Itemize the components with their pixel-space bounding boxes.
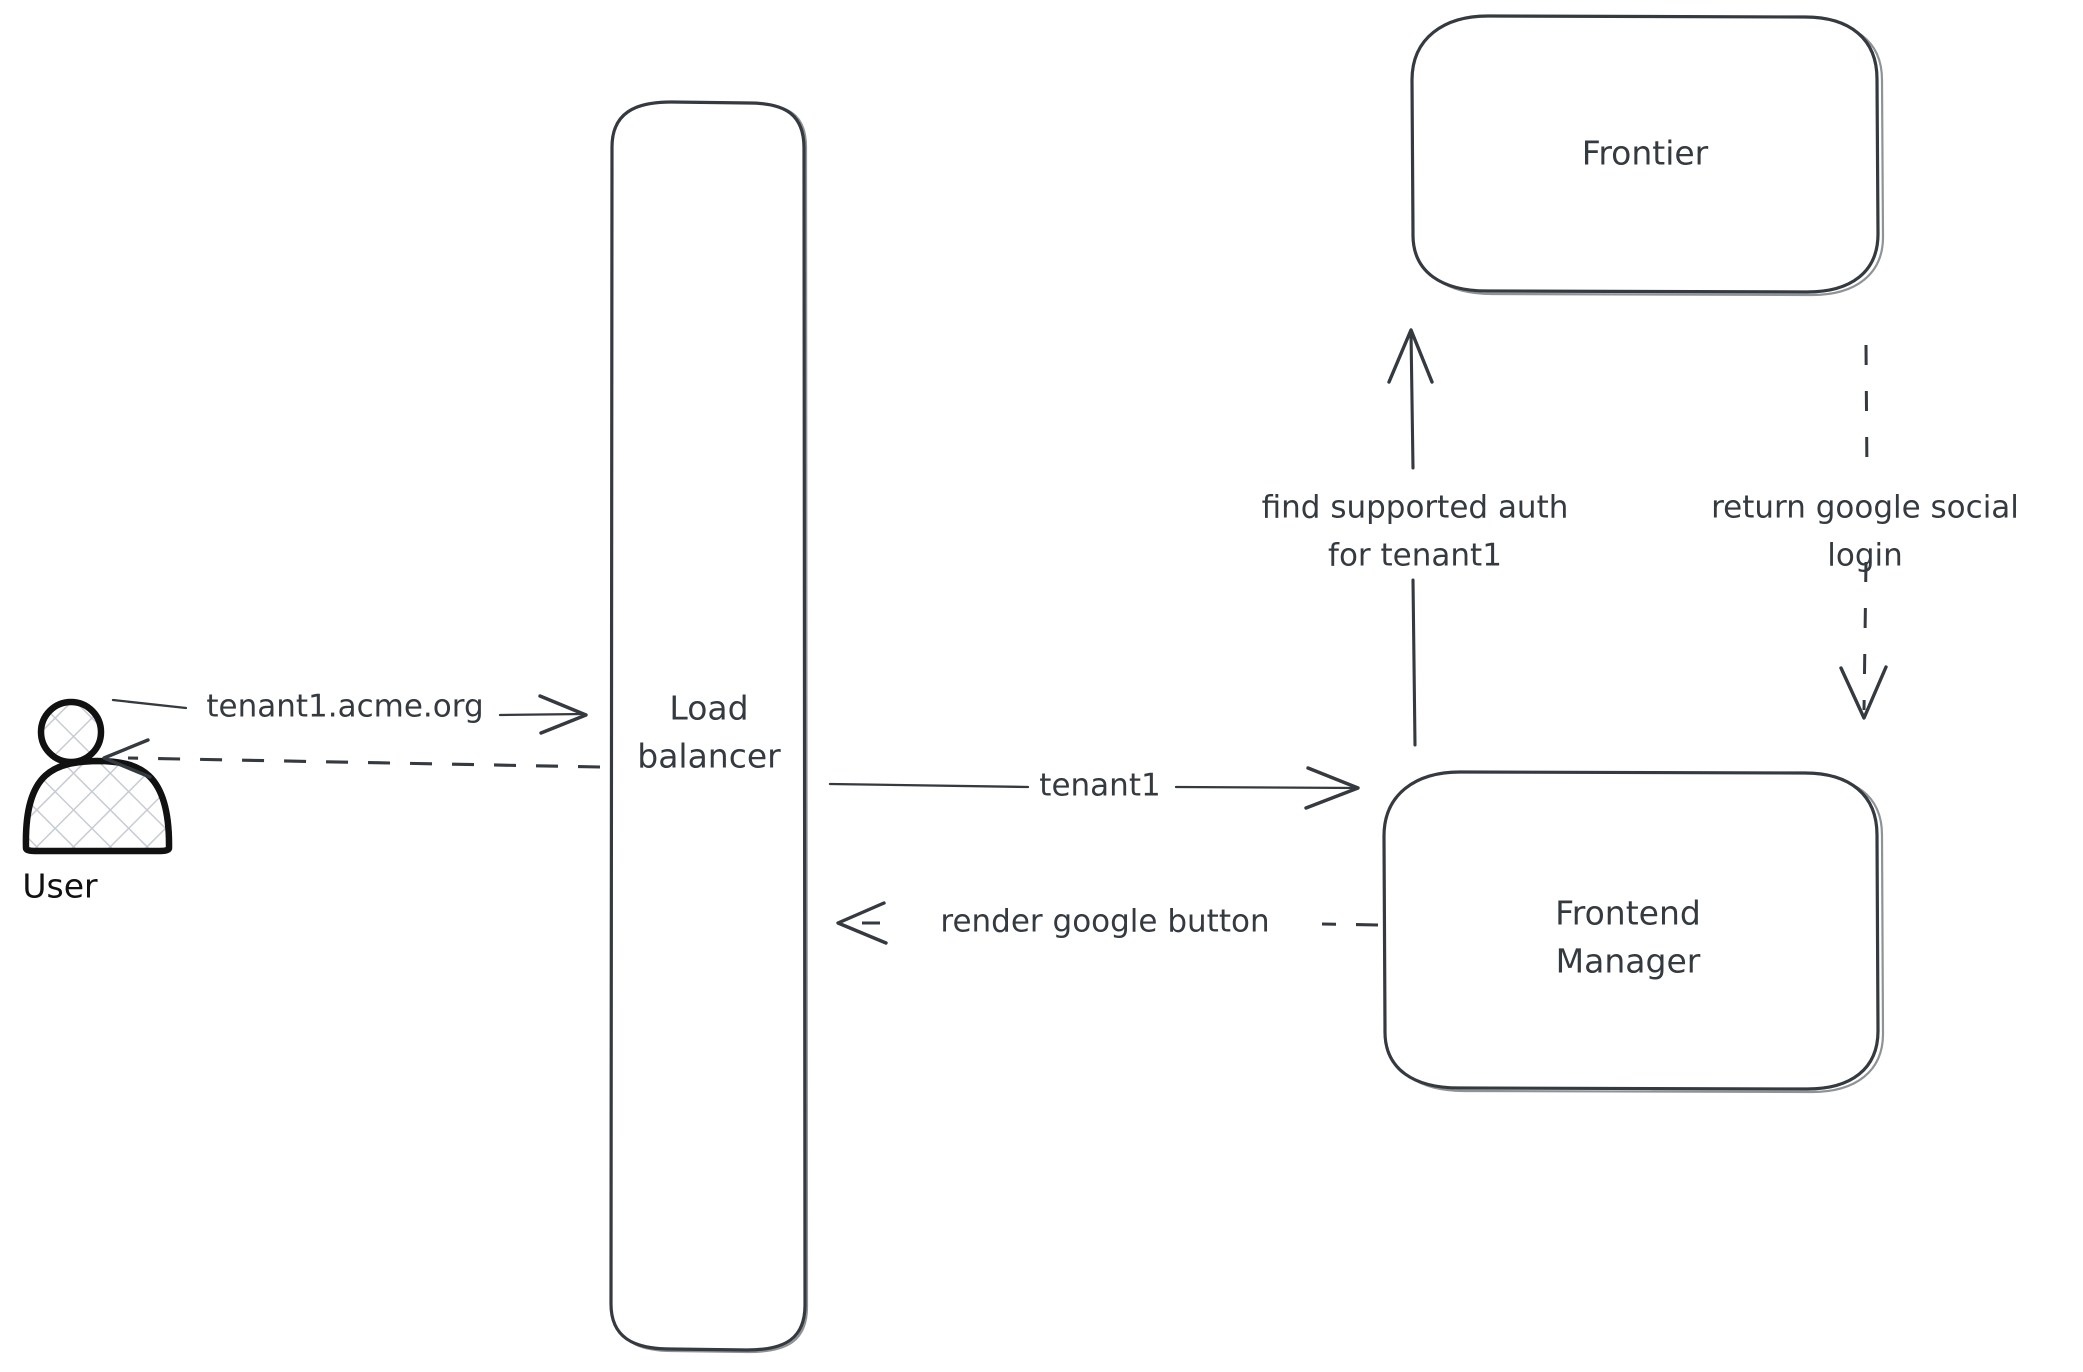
edge-lb-to-fm-line-right <box>1174 785 1360 790</box>
node-frontier[interactable]: Frontier <box>1410 14 1885 297</box>
edge-lb-to-fm-arrowhead <box>1304 766 1360 810</box>
actor-user-label: User <box>22 867 98 906</box>
edge-lb-to-user-arrowhead <box>102 738 152 779</box>
node-load-balancer-label-line1: Load <box>669 689 748 728</box>
node-frontend-manager-label-line1: Frontend <box>1555 894 1701 933</box>
edge-lb-to-fm-line-left <box>828 782 1030 789</box>
edge-frontier-to-frontend-manager[interactable]: return google social login <box>1711 344 2019 720</box>
edge-fm-to-lb-label: render google button <box>940 904 1269 940</box>
node-frontend-manager-label-line2: Manager <box>1556 942 1701 981</box>
edge-load-balancer-to-user[interactable] <box>102 738 601 779</box>
edge-fm-to-lb-arrowhead <box>836 901 888 945</box>
node-frontier-label: Frontier <box>1582 134 1709 173</box>
edge-frontend-manager-to-frontier[interactable]: find supported auth for tenant1 <box>1262 328 1569 747</box>
edge-fm-to-lb-line <box>1321 922 1379 927</box>
actor-user[interactable]: User <box>22 698 173 906</box>
edge-frontier-to-fm-line-upper <box>1864 344 1869 479</box>
edge-frontend-manager-to-load-balancer[interactable]: render google button <box>836 901 1379 945</box>
node-load-balancer-shape <box>609 100 807 1352</box>
edge-lb-to-user-line <box>127 756 601 769</box>
edge-frontier-to-fm-arrowhead <box>1839 665 1888 720</box>
actor-user-head-fill <box>41 702 101 762</box>
node-frontend-manager[interactable]: Frontend Manager <box>1382 770 1885 1094</box>
edge-fm-to-frontier-label-line1: find supported auth <box>1262 490 1569 526</box>
node-load-balancer-label-line2: balancer <box>637 737 781 776</box>
edge-fm-to-frontier-arrowhead <box>1387 328 1434 384</box>
edge-fm-to-frontier-line-lower <box>1411 578 1417 747</box>
edge-frontier-to-fm-label-line1: return google social <box>1711 490 2019 526</box>
edge-fm-to-frontier-label-line2: for tenant1 <box>1328 538 1502 574</box>
actor-user-body <box>22 757 173 855</box>
edge-frontier-to-fm-line-lower <box>1862 561 1868 711</box>
edge-user-to-lb-arrowhead <box>538 694 588 735</box>
edge-user-to-load-balancer[interactable]: tenant1.acme.org <box>111 689 588 735</box>
edge-load-balancer-to-frontend-manager[interactable]: tenant1 <box>828 766 1360 810</box>
edge-user-to-lb-line-right <box>498 712 586 717</box>
node-frontier-shape <box>1410 14 1880 294</box>
edge-user-to-lb-line-left <box>111 698 188 710</box>
actor-user-body-fill <box>25 761 170 851</box>
edge-frontier-to-fm-label-line2: login <box>1827 538 1903 574</box>
edge-fm-to-frontier-line-upper <box>1409 330 1415 470</box>
edge-lb-to-fm-label: tenant1 <box>1039 768 1160 804</box>
edge-user-to-lb-label: tenant1.acme.org <box>206 689 483 725</box>
node-load-balancer[interactable]: Load balancer <box>609 100 809 1354</box>
node-frontend-manager-shape <box>1382 770 1880 1091</box>
actor-user-head <box>37 698 105 766</box>
